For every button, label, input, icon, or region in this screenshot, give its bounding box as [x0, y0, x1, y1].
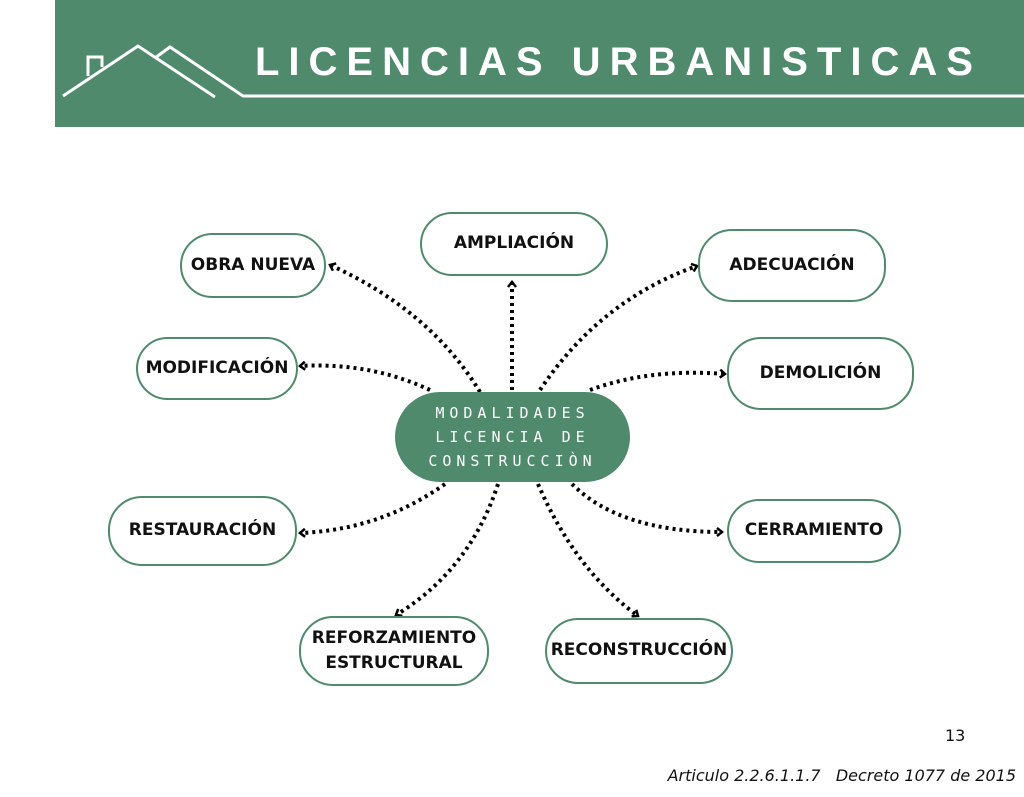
arrow-reconstruccion — [536, 483, 640, 618]
arrow-reforzamiento — [394, 483, 500, 618]
node-demolicion: DEMOLICIÓN — [727, 337, 914, 410]
page-number: 13 — [945, 726, 966, 745]
node-restauracion: RESTAURACIÓN — [108, 496, 297, 566]
arrow-modificacion — [298, 360, 431, 392]
node-adecuacion: ADECUACIÓN — [698, 229, 886, 302]
center-node: MODALIDADES LICENCIA DE CONSTRUCCIÒN — [395, 392, 630, 482]
house-roof-icon — [62, 44, 1024, 99]
legal-reference: Articulo 2.2.6.1.1.7 Decreto 1077 de 201… — [667, 766, 1016, 785]
node-obra-nueva: OBRA NUEVA — [180, 233, 326, 298]
node-modificacion: MODIFICACIÓN — [136, 337, 298, 400]
node-ampliacion: AMPLIACIÓN — [420, 212, 608, 276]
arrow-restauracion — [298, 482, 447, 538]
node-cerramiento: CERRAMIENTO — [727, 499, 901, 563]
node-reforzamiento-estructural: REFORZAMIENTO ESTRUCTURAL — [299, 616, 489, 686]
arrow-demolicion — [589, 368, 727, 392]
arrow-cerramiento — [570, 482, 725, 537]
node-reconstruccion: RECONSTRUCCIÓN — [545, 618, 733, 684]
arrow-obra-nueva — [328, 262, 482, 394]
page-title: LICENCIAS URBANISTICAS — [255, 40, 982, 84]
header-banner — [55, 0, 1024, 127]
